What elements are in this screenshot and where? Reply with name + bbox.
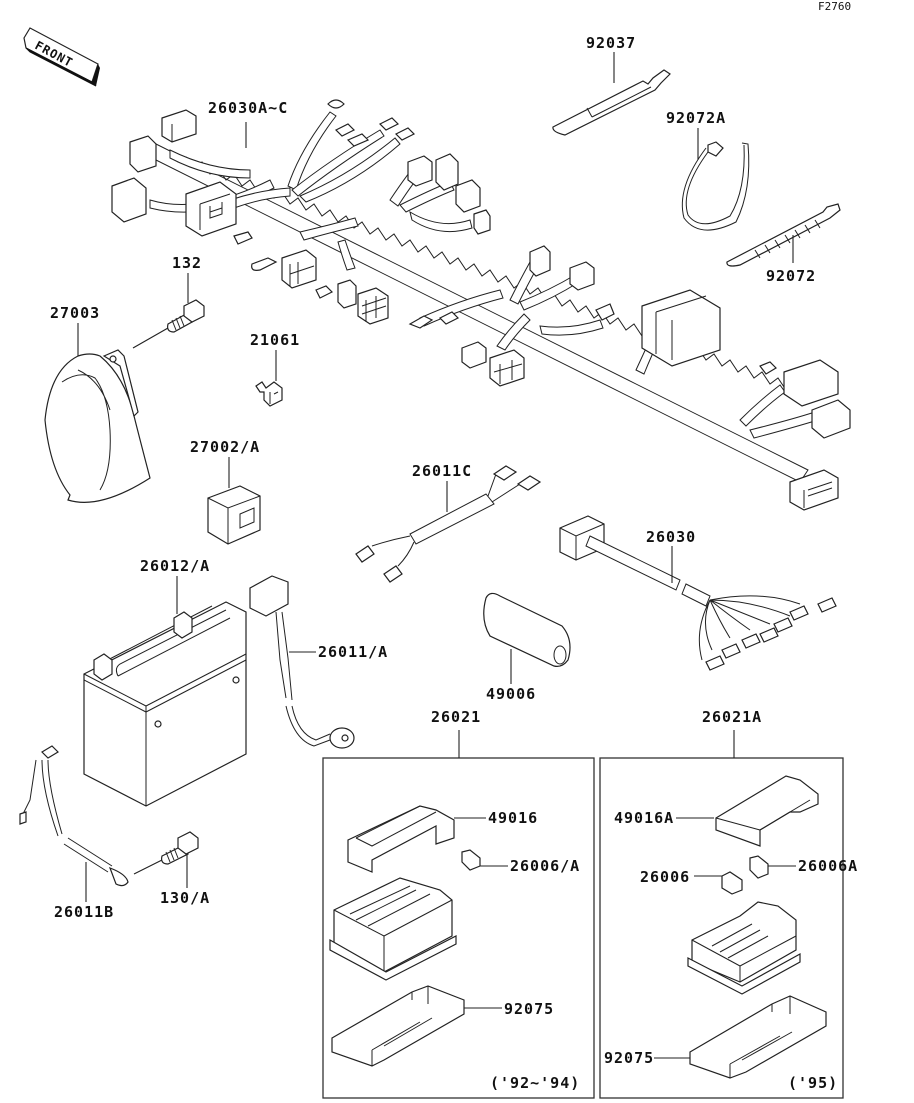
label-49006: 49006 [486, 685, 536, 703]
main-harness-26030A-C [111, 99, 851, 511]
label-26011B: 26011B [54, 903, 114, 921]
label-27003: 27003 [50, 304, 100, 322]
label-21061: 21061 [250, 331, 300, 349]
label-26006A-slash: 26006/A [510, 857, 580, 875]
label-26030A-C: 26030A~C [208, 99, 288, 117]
diode-21061 [255, 381, 283, 407]
label-26011C: 26011C [412, 462, 472, 480]
sub-harness-26011C [355, 465, 542, 583]
sleeve-49006 [483, 592, 571, 667]
label-49016A: 49016A [614, 809, 674, 827]
years-left: ('92~'94) [490, 1074, 580, 1092]
label-26006: 26006 [640, 868, 690, 886]
years-right: ('95) [788, 1074, 838, 1092]
label-26011A: 26011/A [318, 643, 388, 661]
diagram-code: F2760 [818, 0, 851, 13]
label-92075-right: 92075 [604, 1049, 654, 1067]
battery-cable-26011A [249, 575, 355, 749]
bolt-130A [161, 831, 199, 865]
label-130A: 130/A [160, 889, 210, 907]
label-26030: 26030 [646, 528, 696, 546]
label-26006A: 26006A [798, 857, 858, 875]
cable-tie-92072A [681, 141, 750, 231]
label-49016: 49016 [488, 809, 538, 827]
front-arrow-icon [23, 27, 100, 87]
label-92072A: 92072A [666, 109, 726, 127]
label-132: 132 [172, 254, 202, 272]
ground-cable-26011B [19, 745, 129, 887]
battery-26012A [83, 601, 247, 807]
kit-box-26021: 26021 49016 26006/A 92075 ('92~'94) [322, 708, 595, 1099]
cable-tie-92072 [726, 203, 841, 267]
strap-92037 [552, 69, 671, 136]
horn-27003 [44, 349, 151, 503]
sub-harness-26030 [559, 515, 837, 671]
kit-label-26021A: 26021A [702, 708, 762, 726]
label-92075-left: 92075 [504, 1000, 554, 1018]
label-92072: 92072 [766, 267, 816, 285]
bolt-132 [167, 299, 205, 333]
relay-27002A [207, 485, 261, 545]
kit-box-26021A: 26021A 49016A 26006 26006A 92075 ('95) [599, 708, 858, 1099]
kit-label-26021: 26021 [431, 708, 481, 726]
label-26012A: 26012/A [140, 557, 210, 575]
label-27002A: 27002/A [190, 438, 260, 456]
label-92037: 92037 [586, 34, 636, 52]
